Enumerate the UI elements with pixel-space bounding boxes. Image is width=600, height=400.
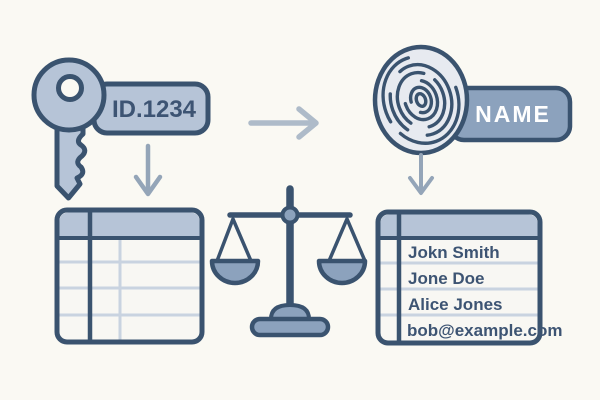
key-hole <box>56 74 84 102</box>
table-row: Jokn Smith <box>408 243 500 262</box>
right-table-body <box>378 212 540 343</box>
fingerprint-icon <box>372 44 470 156</box>
scale-base-dome <box>269 303 311 321</box>
arrow-right-icon <box>248 106 319 140</box>
table-row: Jone Doe <box>408 269 485 288</box>
fingerprint-ridge <box>388 62 454 138</box>
right-table: Jokn Smith Jone Doe Alice Jones bob@exam… <box>375 209 562 346</box>
scale-strings <box>215 217 367 263</box>
right-table-border <box>375 209 543 346</box>
fingerprint-ridge <box>381 55 461 145</box>
fingerprint-ridge <box>408 85 434 115</box>
arrow-down-icon <box>408 153 434 195</box>
key-icon <box>31 57 211 201</box>
fingerprint-ridge <box>395 70 447 130</box>
fingerprint-core <box>414 92 428 108</box>
right-table-gridlines <box>380 261 538 317</box>
right-table-header <box>380 214 538 238</box>
scale-base <box>249 316 331 338</box>
table-row: bob@example.com <box>407 321 562 340</box>
balance-scale-icon <box>209 185 368 338</box>
right-table-dividers <box>379 214 539 341</box>
left-table-dividers <box>58 212 201 340</box>
left-table <box>54 207 205 345</box>
key-tag-label: ID.1234 <box>112 96 197 123</box>
left-table-body <box>57 210 202 342</box>
scale-pan-left <box>209 258 261 286</box>
left-table-border <box>54 207 205 345</box>
left-table-header <box>59 212 200 238</box>
left-table-gridlines <box>59 240 200 340</box>
arrow-down-icon <box>133 143 163 197</box>
scale-hub <box>280 205 300 225</box>
scale-pan-right <box>316 258 368 286</box>
table-row: Alice Jones <box>408 295 503 314</box>
fingerprint-ridge <box>402 78 440 122</box>
name-tag-label: NAME <box>475 101 551 127</box>
